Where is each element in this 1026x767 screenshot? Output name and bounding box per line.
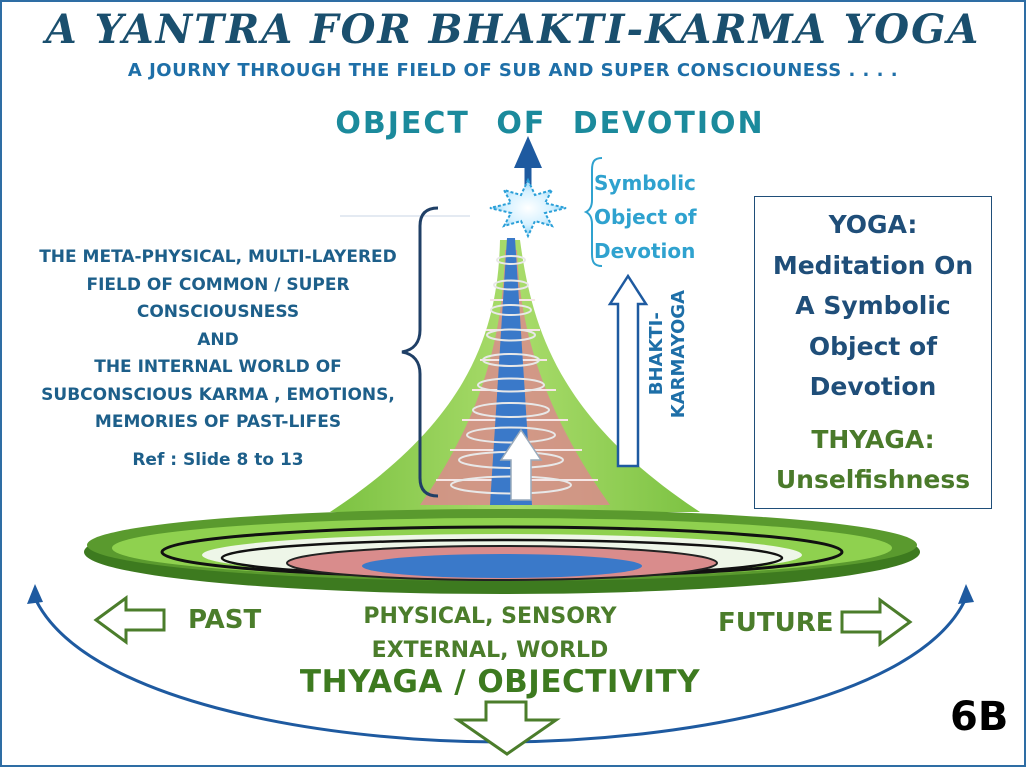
past-label: PAST: [188, 605, 262, 635]
physical-world-label: PHYSICAL, SENSORY EXTERNAL, WORLD: [363, 604, 617, 663]
slide-number: 6B: [950, 694, 1009, 740]
bhakti-up-arrow-icon: [607, 273, 649, 468]
inner-up-arrow-icon: [499, 428, 543, 501]
left-outline-arrow-icon: [93, 595, 166, 645]
yoga-thyaga-box: YOGA: Meditation On A Symbolic Object of…: [754, 196, 992, 509]
future-label: FUTURE: [718, 608, 834, 638]
base-disc: [84, 509, 920, 594]
symbolic-object-label: Symbolic Object of Devotion: [594, 166, 697, 268]
thyaga-text: THYAGA: Unselfishness: [775, 424, 971, 494]
field-line: THE META-PHYSICAL, MULTI-LAYERED: [39, 247, 397, 267]
star-burst-icon: [489, 177, 567, 239]
field-line: SUBCONSCIOUS KARMA , EMOTIONS,: [41, 384, 395, 405]
object-of-devotion-heading: OBJECT OF DEVOTION: [335, 106, 765, 141]
field-line: CONSCIOUSNESS: [136, 302, 300, 322]
symbolic-line: Devotion: [594, 239, 696, 263]
slide-reference: Ref : Slide 8 to 13: [132, 450, 304, 470]
small-brace-icon: [583, 157, 603, 267]
page-title: A YANTRA FOR BHAKTI-KARMA YOGA: [45, 6, 981, 53]
down-outline-arrow-icon: [453, 700, 561, 756]
yoga-text: YOGA: Meditation On A Symbolic Object of…: [772, 210, 974, 401]
bhakti-karmayoga-label: BHAKTI- KARMAYOGA: [646, 290, 689, 419]
field-line: AND: [197, 329, 239, 350]
field-description: THE META-PHYSICAL, MULTI-LAYERED FIELD O…: [30, 244, 406, 437]
symbolic-line: Symbolic: [594, 171, 696, 195]
page-subtitle: A JOURNY THROUGH THE FIELD OF SUB AND SU…: [127, 60, 899, 81]
thyaga-objectivity-label: THYAGA / OBJECTIVITY: [299, 664, 701, 700]
curly-brace-icon: [401, 206, 439, 498]
field-line: FIELD OF COMMON / SUPER: [86, 274, 350, 295]
field-line: MEMORIES OF PAST-LIFES: [94, 412, 342, 432]
field-line: THE INTERNAL WORLD OF: [94, 357, 342, 377]
right-outline-arrow-icon: [840, 597, 913, 647]
symbolic-line: Object of: [594, 205, 697, 229]
